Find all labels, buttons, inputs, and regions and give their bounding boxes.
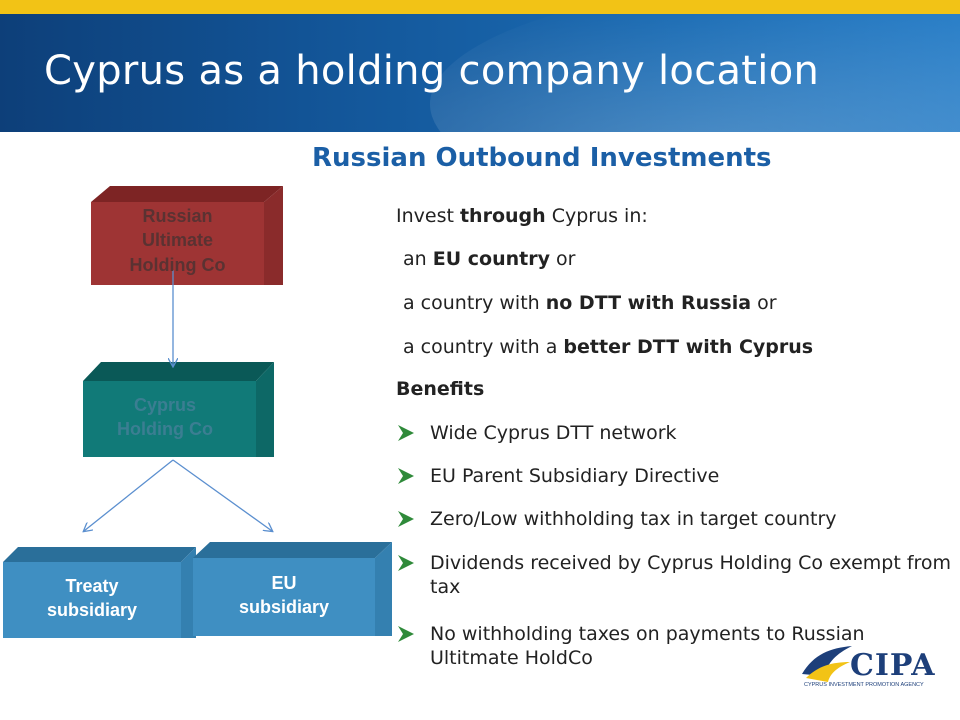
intro-post: Cyprus in: [545, 205, 648, 227]
benefit-item: EU Parent Subsidiary Directive [396, 464, 956, 492]
option-line-no-dtt: a country with no DTT with Russia or [403, 292, 777, 314]
benefit-text: EU Parent Subsidiary Directive [430, 465, 720, 487]
benefit-text: No withholding taxes on payments to Russ… [430, 623, 865, 669]
node-treaty-side [181, 547, 196, 638]
option-bold: no DTT with Russia [545, 292, 752, 314]
intro-line: Invest through Cyprus in: [396, 205, 648, 227]
option-post: or [549, 248, 576, 270]
cipa-logo-mark-icon [802, 646, 852, 682]
cipa-tagline: CYPRUS INVESTMENT PROMOTION AGENCY [804, 682, 924, 688]
node-treaty-label-line: subsidiary [46, 600, 138, 621]
node-russian-side [264, 186, 283, 285]
option-pre: an [403, 248, 433, 270]
option-pre: a country with a [403, 336, 564, 358]
benefit-item: No withholding taxes on payments to Russ… [396, 622, 956, 674]
option-line-eu: an EU country or [403, 248, 575, 270]
benefit-text: Zero/Low withholding tax in target count… [430, 508, 837, 530]
arrow-bullet-icon [398, 626, 414, 642]
node-russian-label: Russian Ultimate Holding Co [91, 204, 264, 277]
node-eu-subsidiary [193, 542, 392, 636]
node-russian-label-line: Ultimate [141, 230, 213, 251]
node-eu-label-line: subsidiary [238, 597, 330, 618]
node-treaty-subsidiary [3, 547, 196, 638]
node-eu-side [375, 542, 392, 636]
cipa-wordmark: CIPA [850, 648, 936, 683]
option-bold: EU country [432, 248, 550, 270]
arrow-bullet-icon [398, 555, 414, 571]
node-cyprus-label-line: Cyprus [133, 395, 196, 415]
header-band: Cyprus as a holding company location [0, 14, 960, 132]
node-eu-top [193, 542, 392, 558]
node-eu-label: EU subsidiary [193, 571, 375, 620]
arrow-bullet-icon [398, 511, 414, 527]
node-russian-holding [91, 186, 283, 285]
node-cyprus-top [83, 362, 274, 381]
benefit-text: Wide Cyprus DTT network [430, 422, 677, 444]
option-line-better-dtt: a country with a better DTT with Cyprus [403, 336, 813, 358]
intro-pre: Invest [396, 205, 460, 227]
section-subtitle: Russian Outbound Investments [312, 143, 772, 173]
node-russian-top [91, 186, 283, 202]
node-eu-face [193, 558, 375, 636]
intro-bold: through [459, 205, 546, 227]
node-treaty-label: Treaty subsidiary [3, 574, 181, 623]
node-cyprus-side [256, 362, 274, 457]
cipa-logo: CIPA CYPRUS INVESTMENT PROMOTION AGENCY [800, 644, 935, 692]
node-russian-label-line: Holding Co [129, 254, 226, 275]
option-bold: better DTT with Cyprus [563, 336, 814, 358]
header-swoosh [430, 14, 960, 132]
benefit-item: Zero/Low withholding tax in target count… [396, 507, 956, 535]
benefit-text: Dividends received by Cyprus Holding Co … [430, 552, 952, 598]
benefit-item: Wide Cyprus DTT network [396, 421, 956, 449]
node-cyprus-face [83, 381, 256, 457]
node-treaty-label-line: Treaty [65, 576, 119, 596]
benefits-heading: Benefits [396, 378, 484, 400]
node-russian-label-line: Russian [142, 206, 213, 226]
option-pre: a country with [403, 292, 546, 314]
node-treaty-face [3, 562, 181, 638]
benefit-item: Dividends received by Cyprus Holding Co … [396, 551, 956, 603]
node-cyprus-label-line: Holding Co [117, 419, 213, 440]
node-russian-face [91, 202, 264, 285]
connector-cyprus-to-eu [172, 459, 272, 531]
connector-cyprus-to-treaty [84, 459, 174, 531]
node-eu-label-line: EU [271, 573, 297, 593]
node-cyprus-holding [83, 362, 274, 457]
option-post: or [751, 292, 777, 314]
node-cyprus-label: Cyprus Holding Co [80, 393, 250, 442]
benefits-heading-text: Benefits [396, 378, 485, 400]
node-treaty-top [3, 547, 196, 562]
top-accent-stripe [0, 0, 960, 14]
arrow-bullet-icon [398, 425, 414, 441]
page-title: Cyprus as a holding company location [44, 48, 820, 94]
arrow-bullet-icon [398, 468, 414, 484]
